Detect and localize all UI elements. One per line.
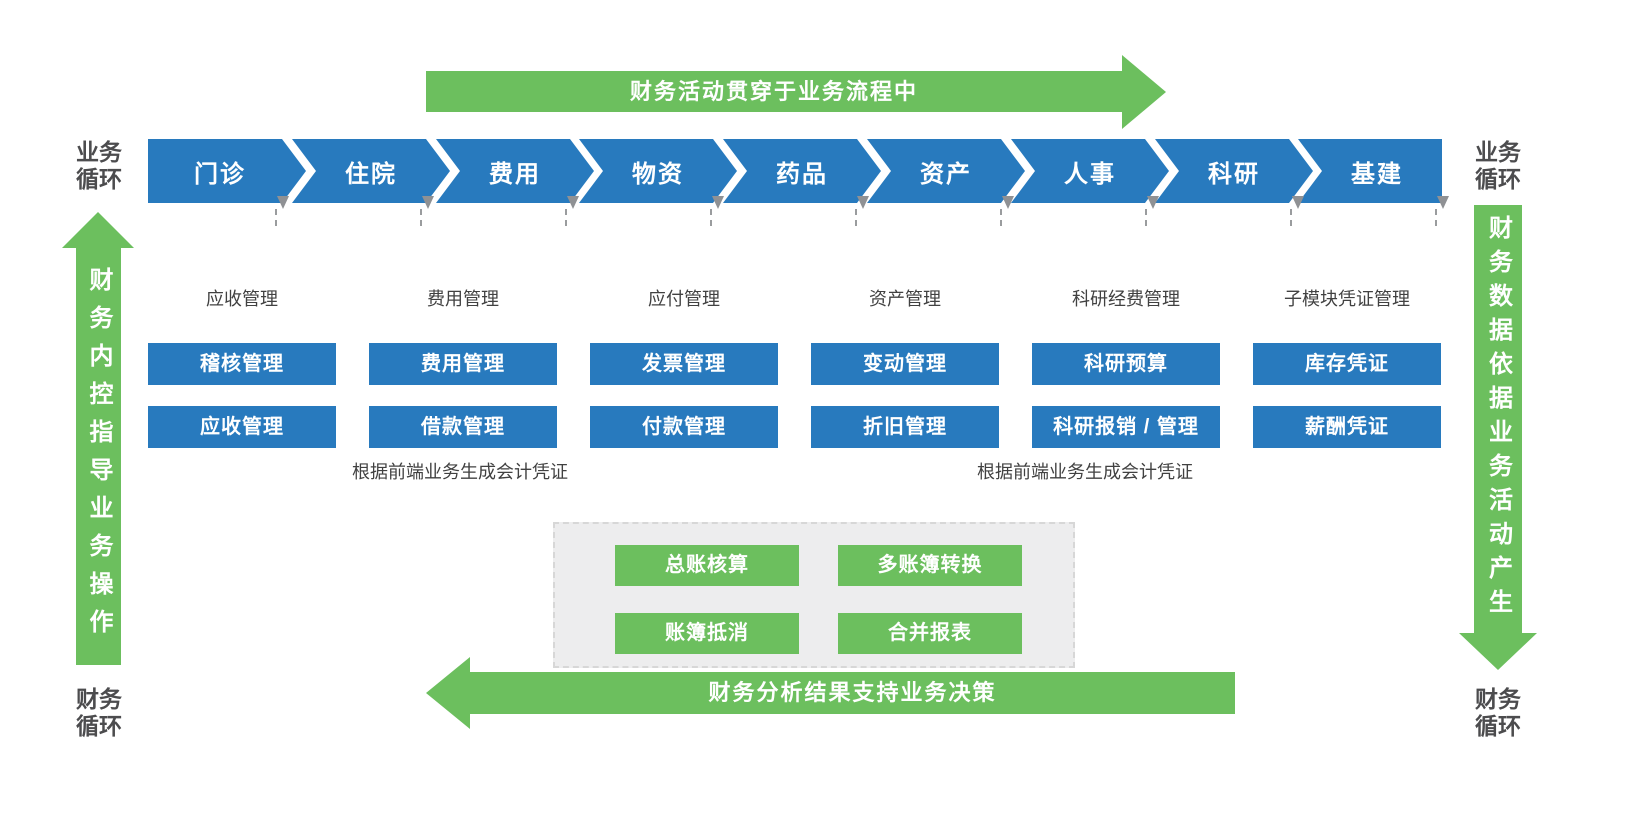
process-step-inpatient: 住院 <box>292 139 450 203</box>
ledger-box: 总账核算 <box>615 545 799 586</box>
business-cycle-label-top-left: 业务循环 <box>76 139 122 192</box>
business-cycle-label-top-right: 业务循环 <box>1475 139 1521 192</box>
module-column-expense: 费用管理 费用管理 借款管理 <box>369 288 557 448</box>
module-column-research-funds: 科研经费管理 科研预算 科研报销 / 管理 <box>1032 288 1220 448</box>
module-column-payables: 应付管理 发票管理 付款管理 <box>590 288 778 448</box>
module-box: 库存凭证 <box>1253 343 1441 385</box>
column-label: 科研经费管理 <box>1072 289 1180 309</box>
flow-down-arrow-icon <box>1435 196 1449 281</box>
arrowhead-down-icon <box>1459 633 1537 670</box>
column-label: 子模块凭证管理 <box>1284 289 1410 309</box>
left-rail-arrow: 财务内控指导业务操作 <box>76 248 121 665</box>
process-step-expense: 费用 <box>436 139 594 203</box>
bottom-banner-label: 财务分析结果支持业务决策 <box>470 672 1235 714</box>
module-column-receivables: 应收管理 稽核管理 应收管理 <box>148 288 336 448</box>
flow-down-arrow-icon <box>420 196 434 281</box>
top-banner-label: 财务活动贯穿于业务流程中 <box>426 71 1122 112</box>
arrowhead-right-icon <box>1122 55 1166 129</box>
column-label: 资产管理 <box>869 289 941 309</box>
flow-down-arrow-icon <box>1145 196 1159 281</box>
module-box: 科研预算 <box>1032 343 1220 385</box>
module-box: 变动管理 <box>811 343 999 385</box>
module-column-sub-vouchers: 子模块凭证管理 库存凭证 薪酬凭证 <box>1253 288 1441 448</box>
flow-down-arrow-icon <box>710 196 724 281</box>
arrowhead-left-icon <box>426 657 470 729</box>
module-box: 发票管理 <box>590 343 778 385</box>
process-step-hr: 人事 <box>1011 139 1169 203</box>
ledger-box: 合并报表 <box>838 613 1022 654</box>
flow-down-arrow-icon <box>855 196 869 281</box>
module-box: 费用管理 <box>369 343 557 385</box>
arrowhead-up-icon <box>62 212 134 248</box>
process-step-assets: 资产 <box>867 139 1025 203</box>
flow-down-arrow-icon <box>1290 196 1304 281</box>
process-step-outpatient: 门诊 <box>148 139 306 203</box>
process-step-materials: 物资 <box>579 139 737 203</box>
module-box: 应收管理 <box>148 406 336 448</box>
module-box: 薪酬凭证 <box>1253 406 1441 448</box>
module-column-assets: 资产管理 变动管理 折旧管理 <box>811 288 999 448</box>
voucher-note-right: 根据前端业务生成会计凭证 <box>977 462 1193 482</box>
process-step-pharmacy: 药品 <box>723 139 881 203</box>
right-rail-label: 财务数据依据业务活动产生 <box>1484 215 1512 623</box>
column-label: 费用管理 <box>427 289 499 309</box>
column-label: 应收管理 <box>206 289 278 309</box>
left-rail-label: 财务内控指导业务操作 <box>85 266 112 647</box>
module-box: 稽核管理 <box>148 343 336 385</box>
module-box: 付款管理 <box>590 406 778 448</box>
voucher-note-left: 根据前端业务生成会计凭证 <box>352 462 568 482</box>
module-box: 科研报销 / 管理 <box>1032 406 1220 448</box>
finance-cycle-label-bottom-left: 财务循环 <box>76 686 122 739</box>
flow-down-arrow-icon <box>565 196 579 281</box>
flow-down-arrow-icon <box>1000 196 1014 281</box>
general-ledger-panel: 总账核算 多账簿转换 账簿抵消 合并报表 <box>553 522 1075 668</box>
module-box: 折旧管理 <box>811 406 999 448</box>
process-step-construction: 基建 <box>1298 139 1442 203</box>
process-step-research: 科研 <box>1155 139 1313 203</box>
finance-cycle-label-bottom-right: 财务循环 <box>1475 686 1521 739</box>
ledger-box: 多账簿转换 <box>838 545 1022 586</box>
flow-down-arrow-icon <box>275 196 289 281</box>
right-rail-arrow: 财务数据依据业务活动产生 <box>1474 205 1522 633</box>
column-label: 应付管理 <box>648 289 720 309</box>
module-box: 借款管理 <box>369 406 557 448</box>
ledger-box: 账簿抵消 <box>615 613 799 654</box>
